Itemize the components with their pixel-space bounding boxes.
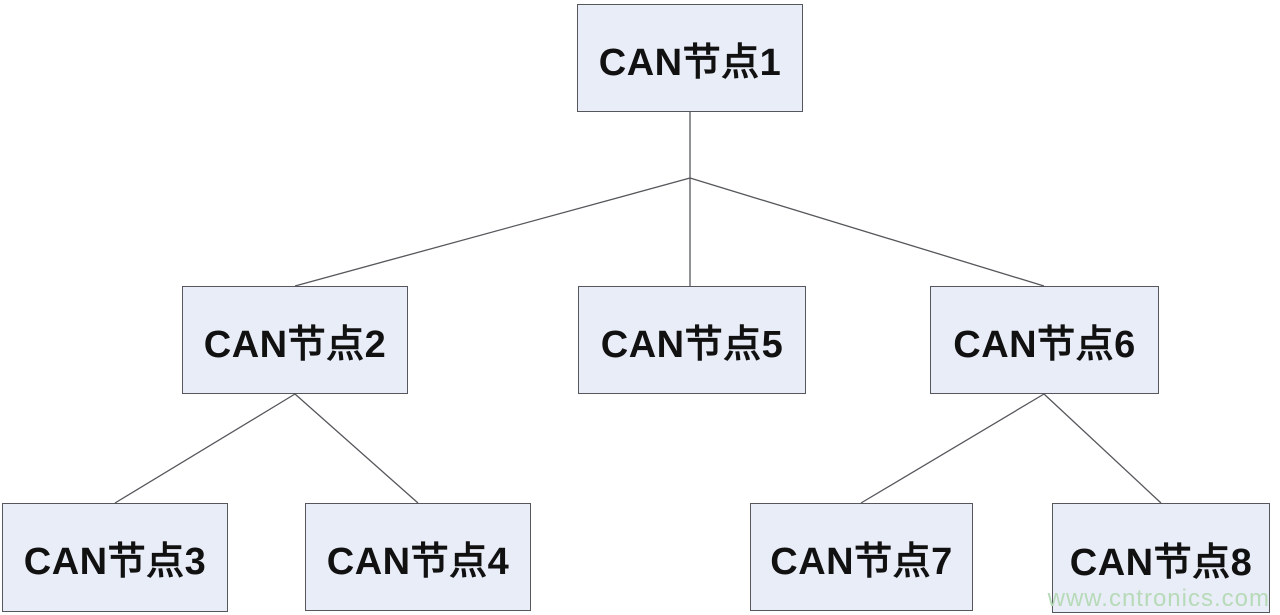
node-can-7: CAN节点7 <box>750 503 973 611</box>
edge-node6-node8 <box>1043 393 1162 504</box>
edge-node1-node6 <box>689 177 1045 287</box>
node-can-7-label: CAN节点7 <box>770 540 953 583</box>
node-can-3-label: CAN节点3 <box>23 541 207 583</box>
node-can-5-label: CAN节点5 <box>600 323 784 366</box>
node-can-4-label: CAN节点4 <box>326 540 510 583</box>
node-can-8-label: CAN节点8 <box>1069 541 1253 584</box>
edge-node2-node3 <box>114 393 296 504</box>
node-can-2-label: CAN节点2 <box>203 323 387 366</box>
node-can-6: CAN节点6 <box>930 286 1159 394</box>
node-can-5: CAN节点5 <box>578 286 806 394</box>
node-can-4: CAN节点4 <box>305 503 531 611</box>
node-can-6-label: CAN节点6 <box>953 323 1136 366</box>
node-can-1: CAN节点1 <box>577 4 803 112</box>
edge-node6-node7 <box>860 393 1045 504</box>
edge-node1-node2 <box>294 177 691 287</box>
node-can-3: CAN节点3 <box>2 503 228 612</box>
node-can-1-label: CAN节点1 <box>598 41 782 84</box>
node-can-2: CAN节点2 <box>182 286 408 394</box>
node-can-8: CAN节点8 <box>1052 503 1270 613</box>
watermark: www.cntronics.com <box>1047 585 1270 612</box>
edge-node2-node4 <box>294 393 419 504</box>
